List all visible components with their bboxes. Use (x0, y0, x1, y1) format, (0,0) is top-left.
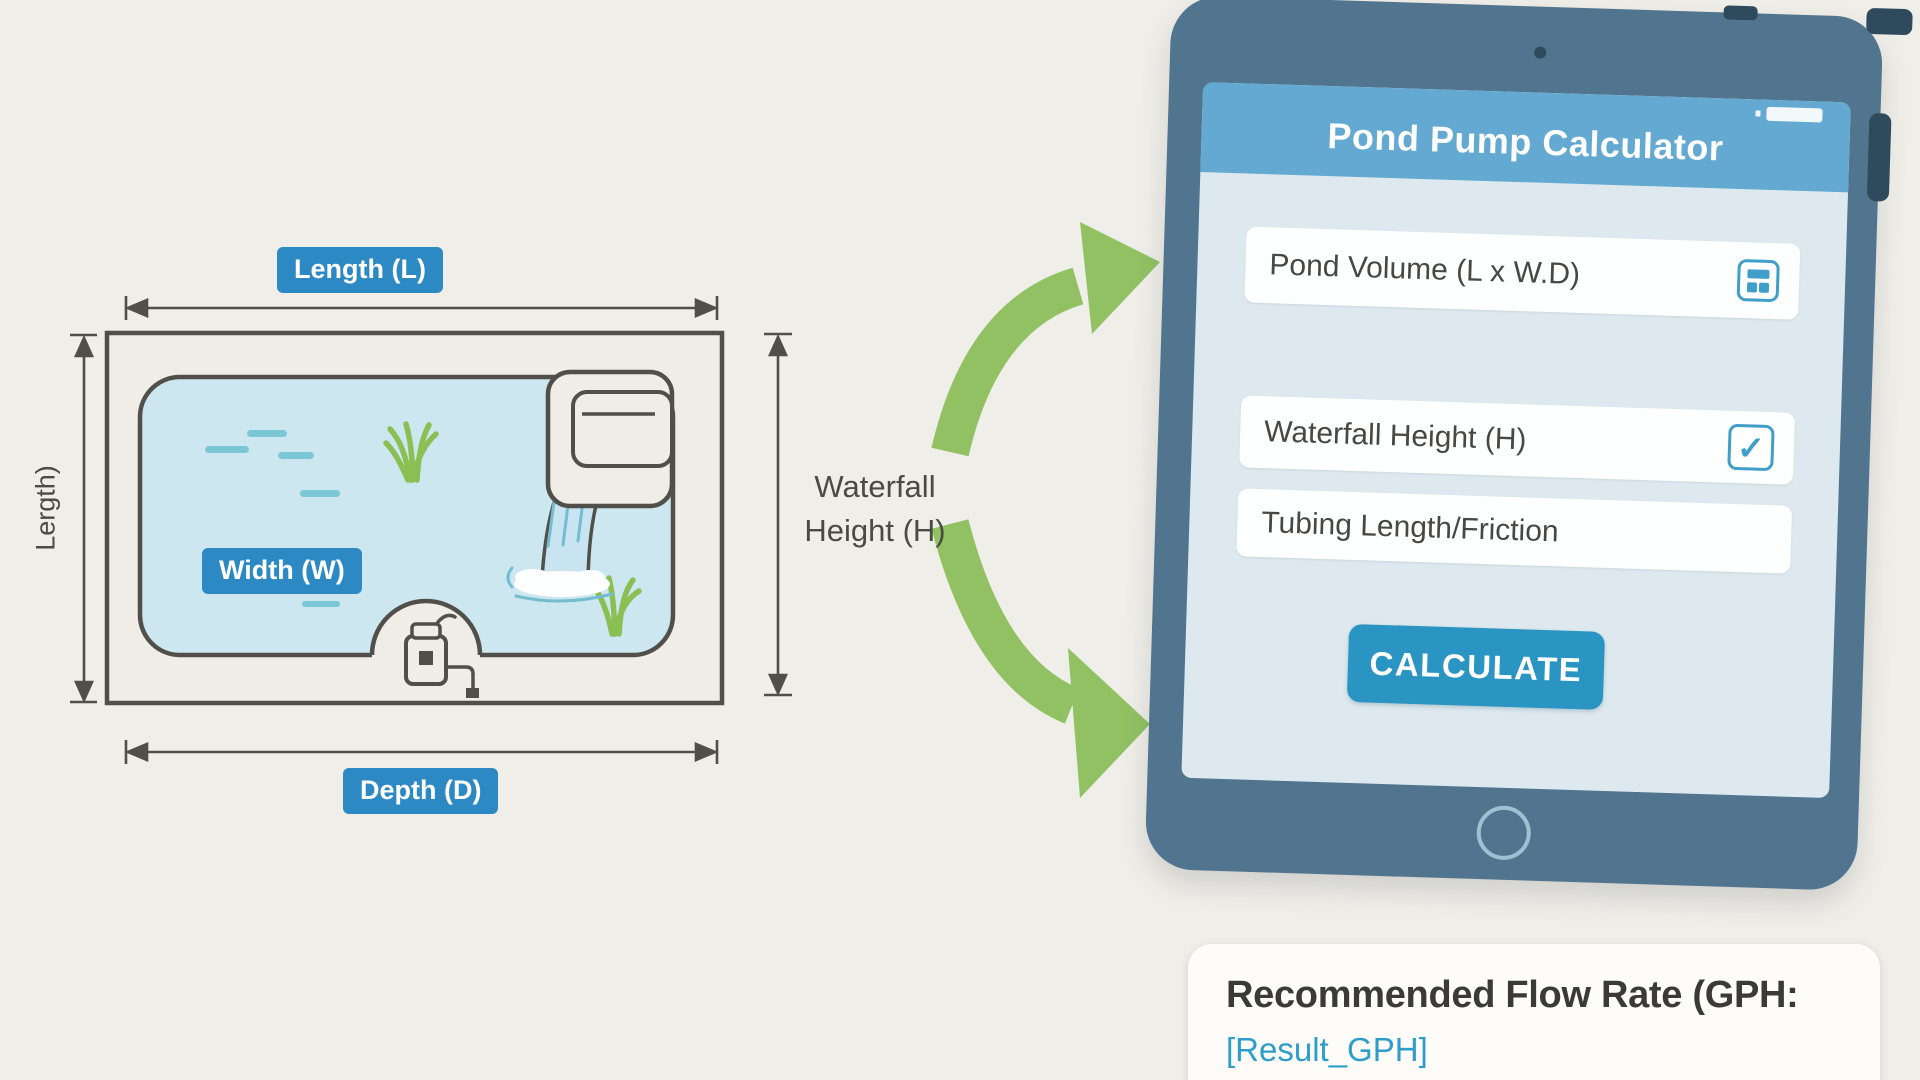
waterfall-splash (514, 569, 614, 603)
curved-arrow-up-icon (931, 222, 1160, 457)
result-card: Recommended Flow Rate (GPH: [Result_GPH] (1188, 944, 1880, 1080)
front-camera-dot (1534, 46, 1547, 59)
tubing-length-field-label: Tubing Length/Friction (1260, 506, 1560, 549)
pond-diagram (70, 296, 792, 764)
app-header: Pond Pump Calculator (1200, 82, 1851, 193)
waterfall-box (545, 369, 675, 509)
waterfall-height-line2: Height (H) (804, 513, 946, 549)
tablet-screen: Pond Pump Calculator Pond Volume (L x W.… (1181, 82, 1851, 799)
checkbox-checked-icon[interactable]: ✓ (1727, 423, 1775, 472)
waterfall-height-field-label: Waterfall Height (H) (1263, 415, 1527, 457)
top-button-icon (1723, 5, 1758, 21)
flow-arrows (931, 222, 1160, 798)
dimension-lines (70, 296, 792, 764)
calculator-icon-screen (1747, 269, 1770, 279)
depth-label: Depth (D) (343, 768, 499, 814)
calculate-button[interactable]: CALCULATE (1346, 623, 1606, 710)
tubing-length-field[interactable]: Tubing Length/Friction (1236, 488, 1793, 574)
battery-icon (1766, 106, 1823, 123)
waterfall-height-line1: Waterfall (814, 469, 936, 504)
vertical-length-label: Lergth) (30, 465, 61, 551)
length-label: Length (L) (277, 247, 443, 293)
waterfall-height-field[interactable]: Waterfall Height (H) ✓ (1239, 395, 1796, 485)
volume-button-icon (1866, 113, 1892, 202)
tablet-device: Pond Pump Calculator Pond Volume (L x W.… (1144, 0, 1913, 891)
power-button-icon (1866, 7, 1913, 36)
pond-volume-field[interactable]: Pond Volume (L x W.D) (1244, 226, 1801, 320)
calculator-icon[interactable] (1736, 258, 1780, 303)
pond-volume-label: Pond Volume (L x W.D) (1268, 248, 1581, 291)
result-card-value: [Result_GPH] (1226, 1031, 1428, 1068)
curved-arrow-down-icon (931, 519, 1150, 798)
result-card-title: Recommended Flow Rate (GPH: (1226, 974, 1799, 1016)
waterfall-height-label: Waterfall Height (H) (790, 465, 960, 553)
width-label: Width (W) (202, 548, 362, 594)
grass-tuft-upper (383, 421, 439, 483)
water-ripples (205, 430, 340, 607)
calculator-icon-key (1746, 282, 1758, 293)
pump-icon (404, 613, 479, 698)
app-title: Pond Pump Calculator (1326, 115, 1725, 169)
calculator-icon-key (1758, 282, 1770, 293)
home-button[interactable] (1475, 805, 1532, 861)
